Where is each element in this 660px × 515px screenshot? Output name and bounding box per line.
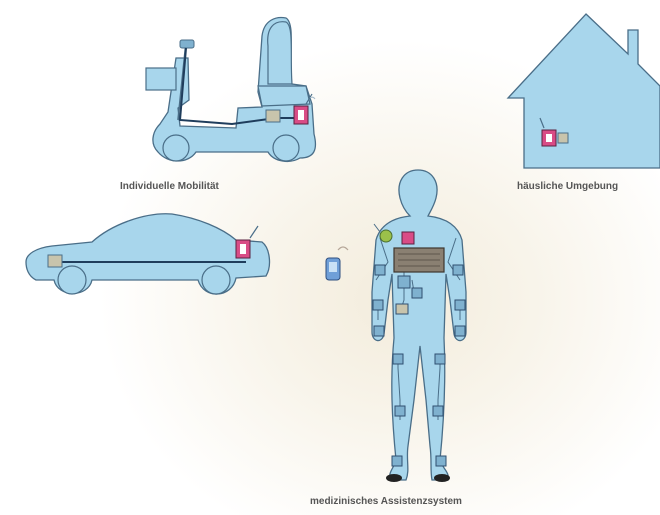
sensor-node-left-knee	[395, 406, 405, 416]
caption-home: häusliche Umgebung	[517, 181, 618, 192]
sensor-node-icon	[375, 265, 385, 275]
scooter-icon	[146, 18, 315, 162]
house-outline	[508, 14, 660, 168]
car-device	[48, 255, 62, 267]
sensor-node-left-thigh	[393, 354, 403, 364]
scooter-front-wheel	[163, 135, 189, 161]
headset-node	[380, 230, 392, 242]
body-gateway	[402, 232, 414, 244]
caption-mobility: Individuelle Mobilität	[120, 181, 219, 192]
house-gateway-screen	[546, 134, 552, 142]
sensor-node-left-elbow	[373, 300, 383, 310]
sensor-node-right-hand	[455, 326, 465, 336]
sensor-node-right-ankle	[436, 456, 446, 466]
human-silhouette	[372, 170, 466, 480]
scooter-handlebar	[180, 40, 194, 48]
scooter-seat	[258, 86, 310, 106]
sensor-node-left-hand	[374, 326, 384, 336]
car-antenna	[250, 226, 258, 238]
sensor-node-chest	[398, 276, 410, 288]
scooter-basket	[146, 68, 176, 90]
house-icon	[508, 14, 660, 168]
car-front-wheel	[58, 266, 86, 294]
car-rear-wheel	[202, 266, 230, 294]
scooter-gateway-screen	[298, 110, 304, 120]
smartphone-signal	[338, 247, 348, 250]
sensor-node-right-knee	[433, 406, 443, 416]
car-icon	[26, 214, 269, 294]
right-foot	[434, 474, 450, 482]
scooter-seat-back	[268, 22, 292, 84]
sensor-node-abdomen	[396, 304, 408, 314]
sensor-node-right-elbow	[455, 300, 465, 310]
human-body-icon	[372, 170, 466, 482]
sensor-node-right-shoulder	[453, 265, 463, 275]
car-gateway-screen	[240, 244, 246, 254]
scooter-device	[266, 110, 280, 122]
caption-medical: medizinisches Assistenzsystem	[310, 496, 462, 507]
sensor-node-right-hip	[412, 288, 422, 298]
sensor-node-left-ankle	[392, 456, 402, 466]
house-device	[558, 133, 568, 143]
smartphone-screen	[329, 262, 337, 272]
headset-antenna	[374, 224, 380, 232]
sensor-node-right-thigh	[435, 354, 445, 364]
left-foot	[386, 474, 402, 482]
smartphone-icon	[326, 247, 348, 280]
scooter-rear-wheel	[273, 135, 299, 161]
